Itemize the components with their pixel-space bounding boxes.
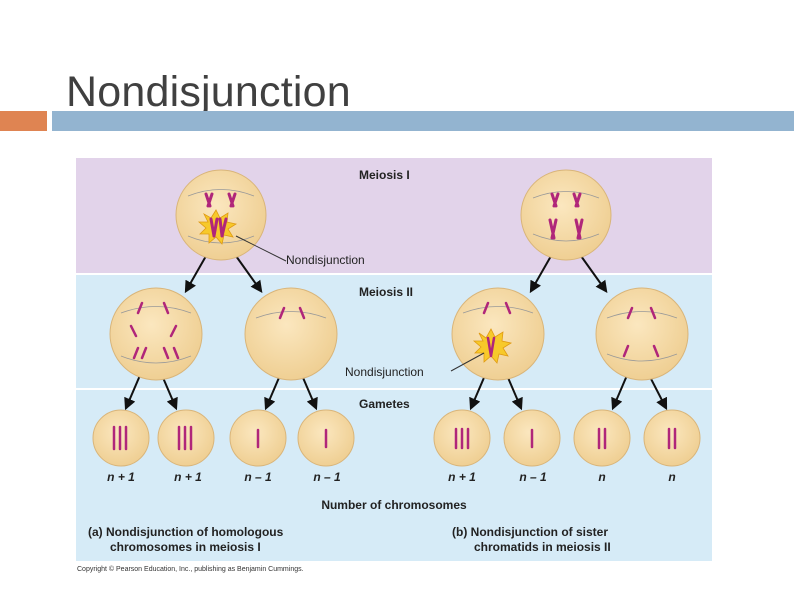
gamete-1 <box>92 409 150 467</box>
gamete-8 <box>643 409 701 467</box>
meiosis2-cell-2 <box>244 287 338 381</box>
gamete-2 <box>157 409 215 467</box>
gamete-count-2: n + 1 <box>174 470 202 484</box>
slide-title: Nondisjunction <box>66 68 351 116</box>
gamete-count-1: n + 1 <box>107 470 135 484</box>
gamete-count-4: n – 1 <box>313 470 341 484</box>
nondisjunction-callout-2: Nondisjunction <box>345 365 424 379</box>
meiosis2-label: Meiosis II <box>359 285 413 299</box>
gamete-3 <box>229 409 287 467</box>
gamete-count-5: n + 1 <box>448 470 476 484</box>
arrows <box>124 255 668 411</box>
caption-a-line2: chromosomes in meiosis I <box>110 540 261 554</box>
gamete-4 <box>297 409 355 467</box>
meiosis2-cell-4 <box>595 287 689 381</box>
copyright-notice: Copyright © Pearson Education, Inc., pub… <box>77 566 304 573</box>
gamete-cells <box>92 409 701 467</box>
gamete-count-6: n – 1 <box>519 470 547 484</box>
meiosis1-cell-b <box>520 169 612 261</box>
meiosis1-cell-a <box>175 169 267 261</box>
gamete-5 <box>433 409 491 467</box>
gamete-count-8: n <box>668 470 675 484</box>
title-accent-bar-blue <box>52 111 794 131</box>
number-of-chromosomes-caption: Number of chromosomes <box>321 498 467 512</box>
gamete-6 <box>503 409 561 467</box>
title-accent-bar-orange <box>0 111 47 131</box>
caption-a-line1: (a) Nondisjunction of homologous <box>88 525 284 539</box>
meiosis1-label: Meiosis I <box>359 168 410 182</box>
nondisjunction-callout-1: Nondisjunction <box>286 253 365 267</box>
gametes-label: Gametes <box>359 397 410 411</box>
gamete-count-7: n <box>598 470 605 484</box>
gamete-count-3: n – 1 <box>244 470 272 484</box>
caption-b-line1: (b) Nondisjunction of sister <box>452 525 608 539</box>
nondisjunction-diagram: Meiosis I Meiosis II Gametes <box>76 158 712 561</box>
gamete-7 <box>573 409 631 467</box>
meiosis2-cell-3 <box>451 287 545 381</box>
caption-b-line2: chromatids in meiosis II <box>474 540 611 554</box>
meiosis2-cell-1 <box>109 287 203 381</box>
